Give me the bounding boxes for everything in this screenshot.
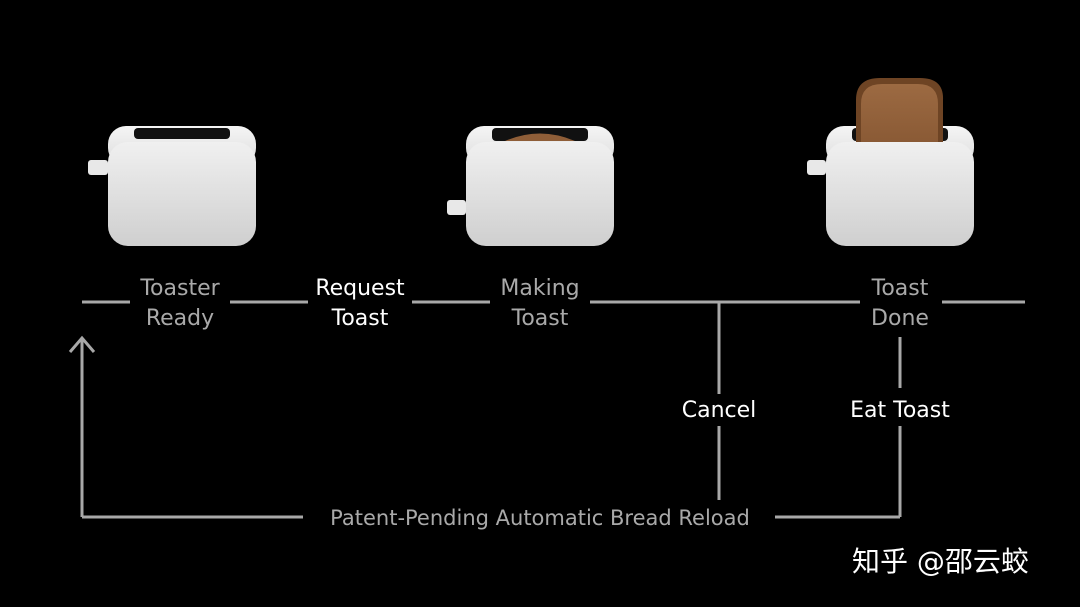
event-bread-reload: Patent-Pending Automatic Bread Reload	[330, 506, 750, 530]
toaster-ready-icon	[88, 126, 256, 246]
event-cancel: Cancel	[681, 398, 757, 423]
watermark: 知乎 @邵云蛟	[852, 545, 1029, 578]
connector-lines	[68, 300, 1025, 519]
state-making-toast: Making Toast	[500, 276, 580, 331]
state-toaster-ready: Toaster Ready	[140, 276, 220, 331]
toaster-done-icon	[807, 78, 974, 246]
state-toast-done: Toast Done	[871, 276, 929, 331]
toaster-making-icon	[447, 126, 614, 246]
event-eat-toast: Eat Toast	[850, 398, 950, 423]
event-request-toast: Request Toast	[315, 276, 405, 331]
